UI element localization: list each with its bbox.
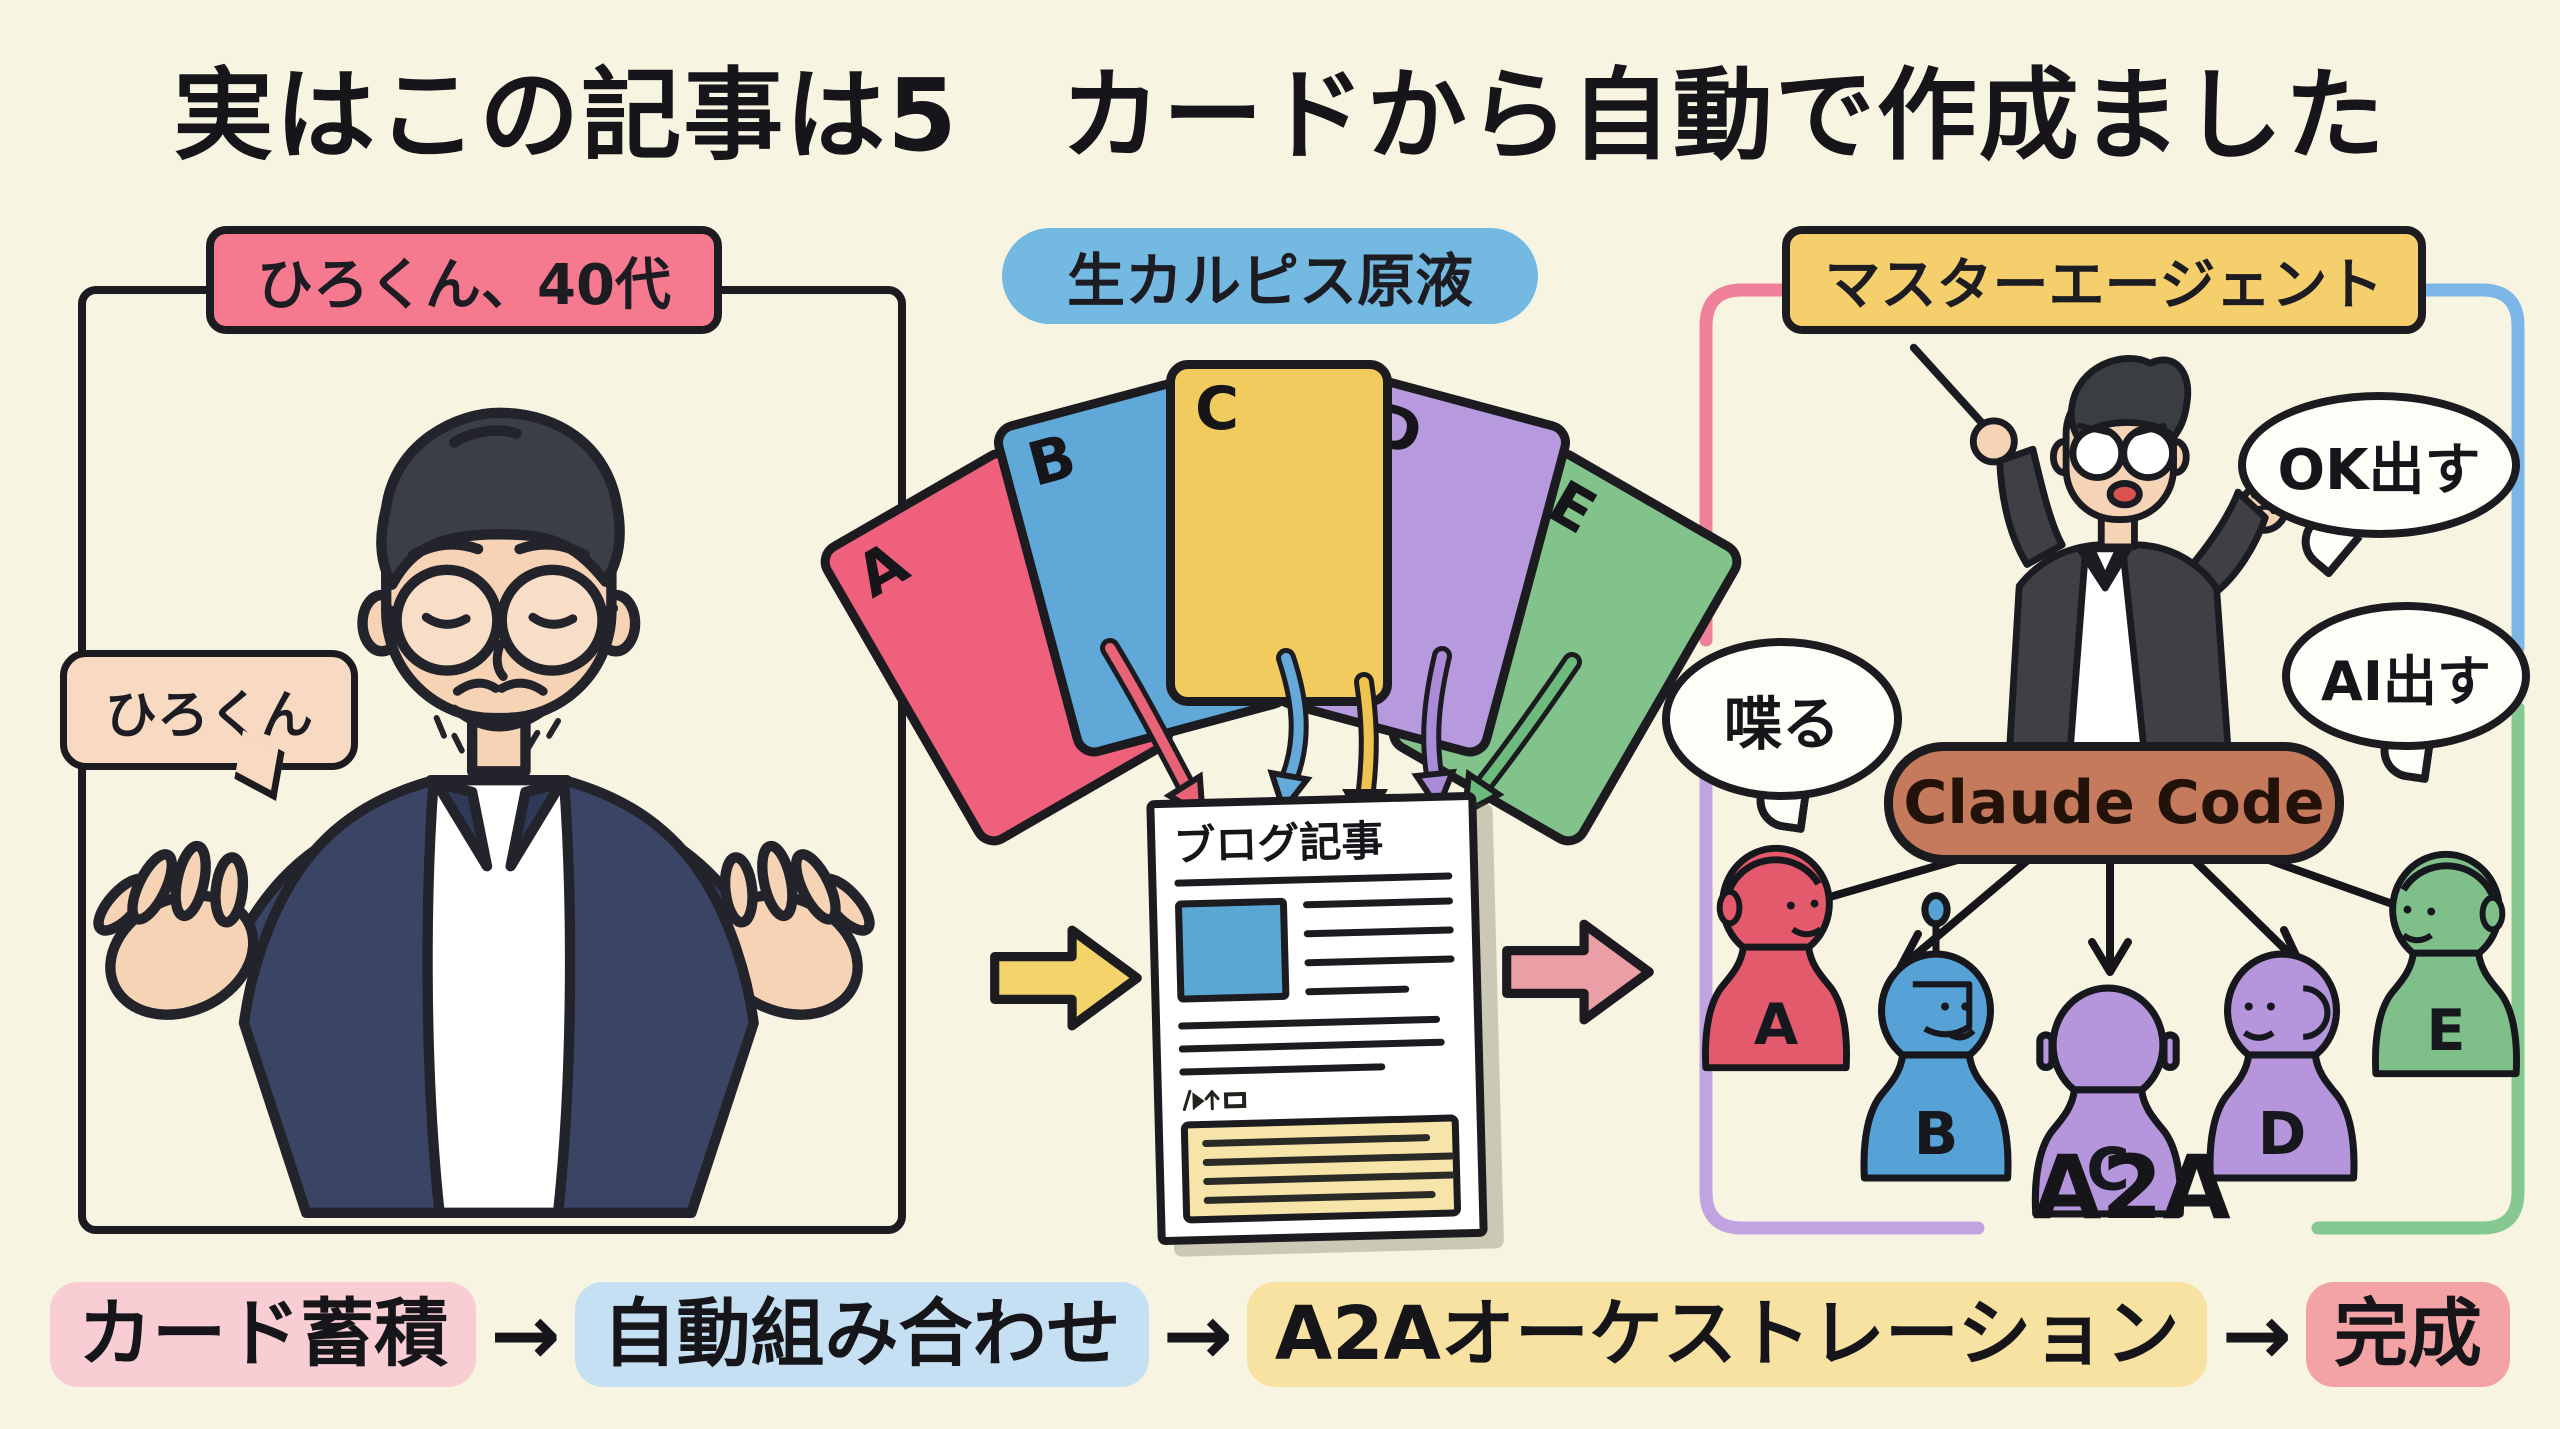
blog-document-title: ブログ記事 bbox=[1172, 816, 1385, 871]
agent-c-ear-right-icon bbox=[2160, 1031, 2180, 1072]
calpis-label: 生カルピス原液 bbox=[1002, 228, 1538, 324]
claude-code-text: Claude Code bbox=[1903, 768, 2325, 838]
agent-a-headset-icon bbox=[1724, 856, 1822, 897]
bubble-ok-text: OK出す bbox=[2277, 437, 2481, 503]
claude-code-pill: Claude Code bbox=[1884, 742, 2344, 864]
card-c: C bbox=[1166, 360, 1392, 706]
agent-c-letter: C bbox=[2086, 1135, 2129, 1204]
document-divider bbox=[1174, 872, 1453, 887]
agent-b-letter: B bbox=[1914, 1100, 1959, 1168]
frame-segment-blue bbox=[2418, 283, 2525, 655]
page-title: 実はこの記事は5 カードから自動で作成ました bbox=[173, 57, 2387, 174]
flow-step-complete: 完成 bbox=[2305, 1282, 2510, 1388]
hiro-speech-text: ひろくん bbox=[104, 685, 313, 746]
master-agent-label: マスターエージェント bbox=[1782, 226, 2426, 334]
flow-step-auto-combination: 自動組み合わせ bbox=[574, 1282, 1149, 1388]
baton-icon bbox=[1909, 343, 1992, 434]
agent-d: D bbox=[2206, 950, 2358, 1182]
hiro-speech-bubble: ひろくん bbox=[60, 650, 358, 770]
agent-a: A bbox=[1702, 844, 1850, 1072]
agent-e-letter: E bbox=[2426, 997, 2465, 1064]
document-highlight-box bbox=[1180, 1114, 1462, 1224]
bubble-ok: OK出す bbox=[2238, 392, 2520, 538]
agent-a-letter: A bbox=[1754, 991, 1799, 1058]
flow-arrow-icon: → bbox=[490, 1285, 561, 1384]
bubble-ai-text: AI出す bbox=[2321, 649, 2491, 713]
flow-arrow-icon: → bbox=[2221, 1285, 2292, 1384]
hiro-panel-label: ひろくん、40代 bbox=[206, 226, 722, 334]
agent-d-ear-icon bbox=[2303, 985, 2331, 1040]
card-merge-arrows-icon bbox=[1100, 638, 1582, 833]
process-flow-strip: カード蓄積 → 自動組み合わせ → A2Aオーケストレーション → 完成 bbox=[0, 1282, 2560, 1388]
flow-arrow-right-icon bbox=[1502, 919, 1654, 1025]
a2a-caption: A2A bbox=[2033, 1136, 2231, 1239]
blog-document: ブログ記事 bbox=[1146, 791, 1488, 1246]
agent-e: E bbox=[2372, 850, 2520, 1078]
frame-segment-purple bbox=[1699, 693, 1985, 1235]
conductor-avatar bbox=[1909, 343, 2290, 756]
agent-e-headset-icon bbox=[2400, 862, 2498, 903]
bubble-ai: AI出す bbox=[2282, 602, 2530, 750]
flow-step-a2a-orchestration: A2Aオーケストレーション bbox=[1246, 1282, 2208, 1388]
bubble-talk-text: 喋る bbox=[1723, 690, 1840, 758]
agent-c-ear-left-icon bbox=[2036, 1031, 2056, 1072]
hiro-avatar bbox=[93, 407, 875, 1218]
open-hand-left-icon bbox=[93, 840, 259, 1020]
document-image-placeholder bbox=[1174, 897, 1290, 1003]
document-glyphs-icon bbox=[1182, 1089, 1247, 1112]
agent-b: B bbox=[1860, 892, 2012, 1182]
flow-arrow-icon: → bbox=[1162, 1285, 1233, 1384]
agent-c: C bbox=[2031, 984, 2185, 1218]
frame-segment-pink bbox=[1699, 283, 1802, 647]
document-text-lines bbox=[1302, 894, 1456, 1000]
card-c-letter: C bbox=[1195, 374, 1240, 444]
agent-d-letter: D bbox=[2258, 1100, 2307, 1168]
frame-segment-green bbox=[2311, 701, 2525, 1235]
bubble-talk: 喋る bbox=[1662, 638, 1902, 800]
flow-arrow-left-icon bbox=[990, 925, 1142, 1031]
flow-step-card-accumulation: カード蓄積 bbox=[50, 1282, 477, 1388]
